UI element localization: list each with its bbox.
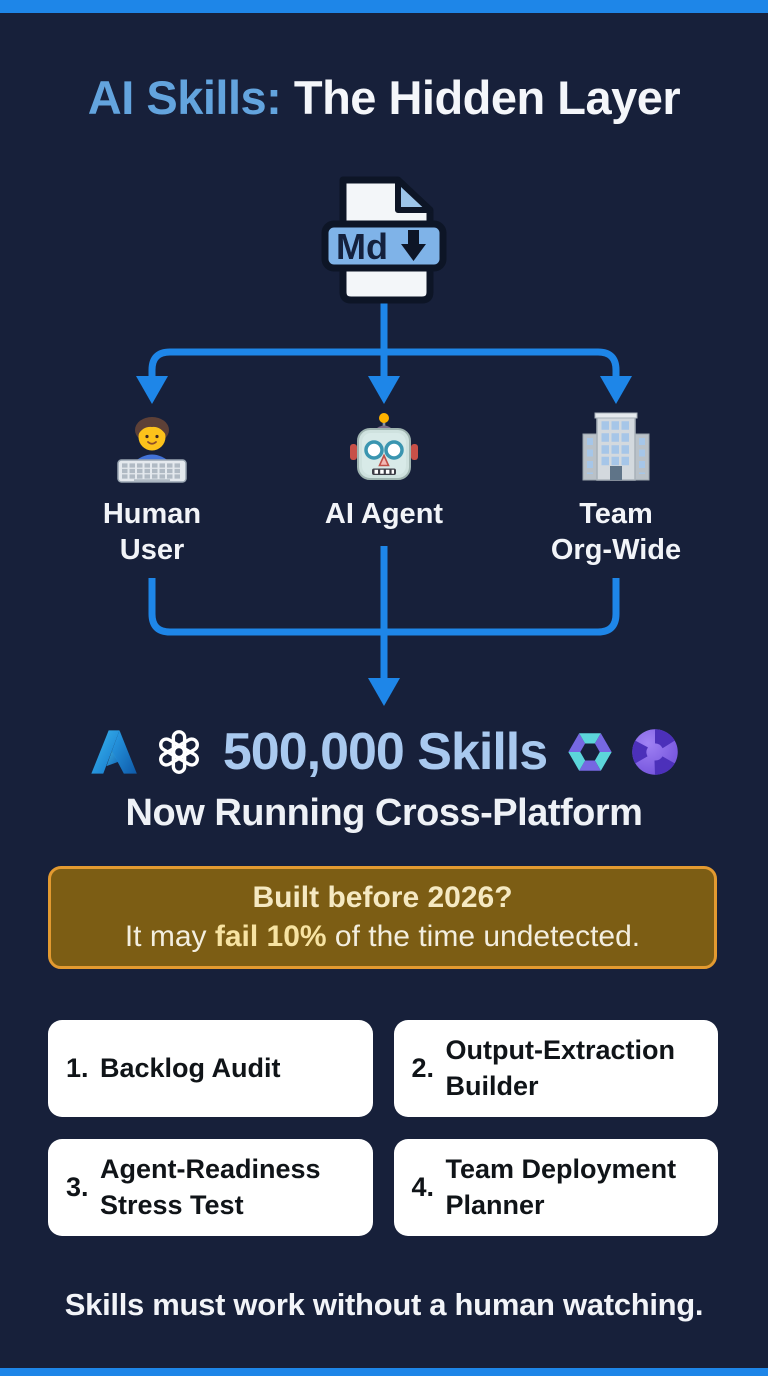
- warning-line1: Built before 2026?: [252, 881, 513, 914]
- md-band-label: Md: [336, 226, 388, 267]
- office-building-emoji: [582, 412, 650, 481]
- branch-label-ai-agent: AI Agent: [324, 498, 444, 530]
- page-title-rest: The Hidden Layer: [293, 71, 681, 124]
- azure-logo: [91, 730, 137, 774]
- card-backlog-audit: 1. Backlog Audit: [48, 1020, 373, 1117]
- openai-logo: [158, 730, 199, 774]
- branch-label-human-user: Human User: [102, 498, 202, 566]
- warning-box: Built before 2026? It may fail 10% of th…: [48, 866, 717, 969]
- download-arrow-icon: [401, 230, 426, 261]
- skills-headline-row: 500,000 Skills: [0, 714, 768, 790]
- skill-cards-grid: 1. Backlog Audit 2. Output-Extraction Bu…: [48, 1020, 718, 1236]
- branch-label-team-org-wide: Team Org-Wide: [550, 498, 682, 566]
- top-accent-bar: [0, 0, 768, 13]
- human-user-emoji: [117, 417, 187, 483]
- markdown-file-icon: Md: [321, 176, 447, 304]
- card-agent-readiness-stress-test: 3. Agent-Readiness Stress Test: [48, 1139, 373, 1236]
- footer-tagline: Skills must work without a human watchin…: [64, 1287, 704, 1322]
- skills-count-text: 500,000 Skills: [222, 723, 548, 781]
- page-title: AI Skills: The Hidden Layer: [0, 71, 768, 125]
- card-output-extraction-builder: 2. Output-Extraction Builder: [393, 1020, 718, 1117]
- swirl-platform-logo: [632, 729, 678, 775]
- warning-line2: It may fail 10% of the time undetected.: [124, 920, 641, 953]
- robot-emoji: [350, 413, 418, 480]
- skills-subtitle: Now Running Cross-Platform: [125, 792, 643, 834]
- hexagon-platform-logo: [568, 733, 612, 771]
- page-title-highlight: AI Skills:: [87, 71, 282, 124]
- card-team-deployment-planner: 4. Team Deployment Planner: [393, 1139, 718, 1236]
- bottom-accent-bar: [0, 1368, 768, 1376]
